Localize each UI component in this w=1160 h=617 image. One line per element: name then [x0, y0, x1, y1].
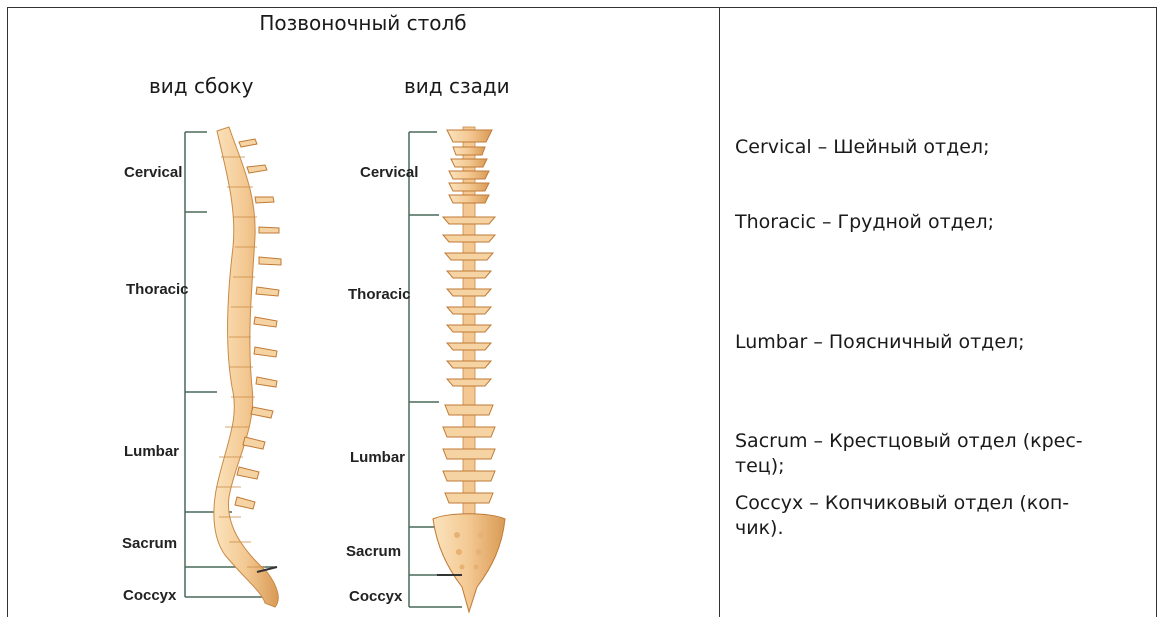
- coccyx-description: Coccyx – Копчиковый отдел (коп- чик).: [735, 491, 1143, 541]
- back-label-lumbar: Lumbar: [350, 449, 405, 466]
- side-label-thoracic: Thoracic: [126, 281, 189, 298]
- lumbar-description: Lumbar – Поясничный отдел;: [735, 330, 1025, 355]
- sacrum-line-2: тец);: [735, 454, 1143, 479]
- back-label-thoracic: Thoracic: [348, 286, 411, 303]
- back-label-cervical: Cervical: [360, 164, 418, 181]
- cervical-description: Cervical – Шейный отдел;: [735, 135, 989, 160]
- sacrum-line-1: Sacrum – Крестцовый отдел (крес-: [735, 429, 1143, 454]
- thoracic-description: Thoracic – Грудной отдел;: [735, 210, 994, 235]
- right-cell: Cervical – Шейный отдел; Thoracic – Груд…: [720, 7, 1157, 617]
- side-view-spine: [214, 127, 281, 607]
- coccyx-line-2: чик).: [735, 516, 1143, 541]
- back-label-sacrum: Sacrum: [346, 543, 401, 560]
- side-label-sacrum: Sacrum: [122, 535, 177, 552]
- left-cell: Позвоночный столб вид сбоку вид сзади: [7, 7, 719, 617]
- back-view-spine: [433, 127, 505, 612]
- coccyx-line-1: Coccyx – Копчиковый отдел (коп-: [735, 491, 1143, 516]
- back-label-coccyx: Coccyx: [349, 588, 403, 605]
- side-label-coccyx: Coccyx: [123, 587, 177, 604]
- sacrum-description: Sacrum – Крестцовый отдел (крес- тец);: [735, 429, 1143, 479]
- spine-figure: Cervical Thoracic Lumbar Sacrum Coccyx: [7, 7, 719, 617]
- side-label-cervical: Cervical: [124, 164, 182, 181]
- side-label-lumbar: Lumbar: [124, 443, 179, 460]
